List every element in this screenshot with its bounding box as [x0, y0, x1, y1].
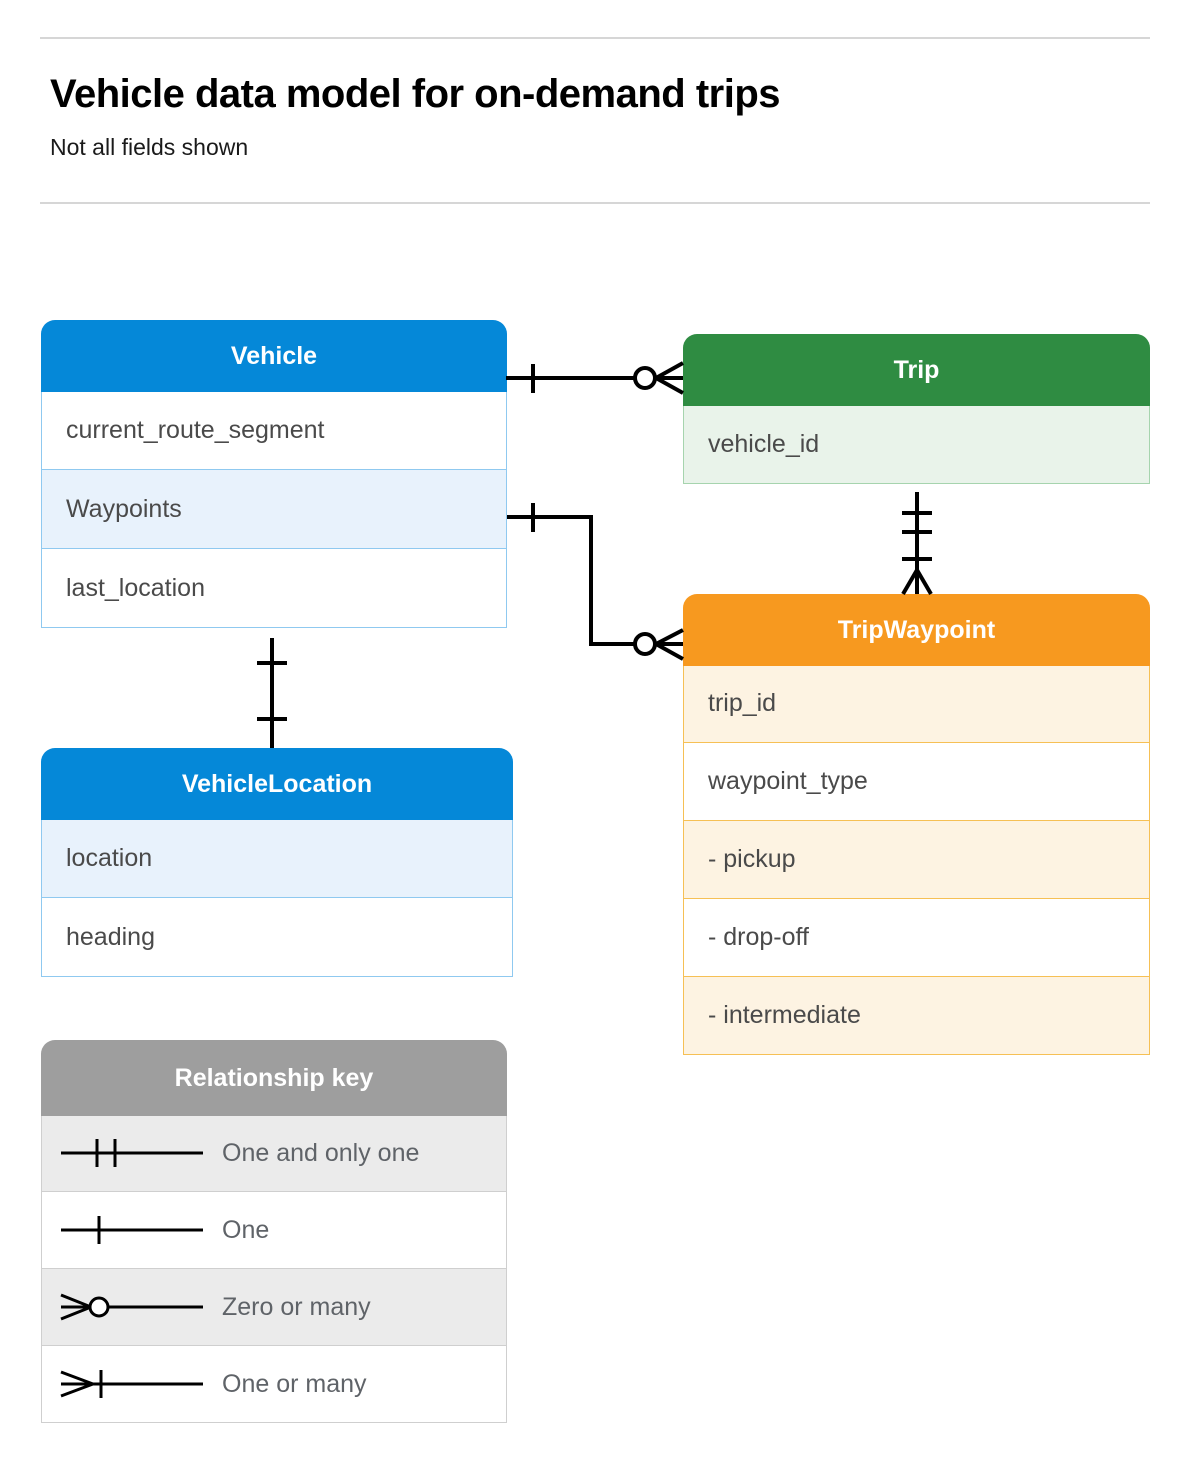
relationship-key-rows: One and only one One Zero [41, 1114, 507, 1423]
connector-waypoints-tripwaypoint [507, 503, 684, 661]
entity-trip-waypoint[interactable]: TripWaypoint trip_id waypoint_type - pic… [683, 594, 1150, 1056]
legend-label-one-or-many: One or many [222, 1369, 367, 1398]
entity-vehicle-fields: current_route_segment Waypoints last_loc… [41, 390, 507, 628]
connector-vehicle-vehiclelocation [257, 638, 287, 748]
header-divider-top [40, 37, 1150, 39]
entity-vehicle-location[interactable]: VehicleLocation location heading [41, 748, 513, 978]
entity-vehicle-location-fields: location heading [41, 818, 513, 977]
field-heading[interactable]: heading [41, 897, 513, 977]
legend-label-one: One [222, 1215, 270, 1244]
field-location[interactable]: location [41, 818, 513, 898]
legend-label-zero-or-many: Zero or many [222, 1292, 371, 1321]
field-vehicle-id[interactable]: vehicle_id [683, 404, 1150, 484]
legend-item-one-and-only-one: One and only one [41, 1114, 507, 1192]
field-current-route-segment[interactable]: current_route_segment [41, 390, 507, 470]
legend-item-one-or-many: One or many [41, 1345, 507, 1423]
one-icon [42, 1210, 222, 1250]
entity-vehicle-title: Vehicle [41, 320, 507, 392]
zero-or-many-icon [42, 1287, 222, 1327]
field-waypoint-dropoff[interactable]: - drop-off [683, 898, 1150, 977]
legend-item-one: One [41, 1191, 507, 1269]
connector-trip-tripwaypoint [901, 492, 933, 596]
entity-trip-waypoint-fields: trip_id waypoint_type - pickup - drop-of… [683, 664, 1150, 1055]
field-trip-id[interactable]: trip_id [683, 664, 1150, 743]
one-or-many-icon [42, 1364, 222, 1404]
relationship-key-title: Relationship key [41, 1040, 507, 1116]
page-title: Vehicle data model for on-demand trips [50, 72, 781, 116]
entity-vehicle[interactable]: Vehicle current_route_segment Waypoints … [41, 320, 507, 629]
one-and-only-one-icon [42, 1133, 222, 1173]
page-subtitle: Not all fields shown [50, 134, 249, 160]
legend-item-zero-or-many: Zero or many [41, 1268, 507, 1346]
field-waypoints[interactable]: Waypoints [41, 469, 507, 549]
entity-trip-waypoint-title: TripWaypoint [683, 594, 1150, 666]
field-waypoint-type[interactable]: waypoint_type [683, 742, 1150, 821]
field-waypoint-intermediate[interactable]: - intermediate [683, 976, 1150, 1055]
entity-trip[interactable]: Trip vehicle_id [683, 334, 1150, 485]
entity-vehicle-location-title: VehicleLocation [41, 748, 513, 820]
connector-vehicle-trip [506, 361, 684, 395]
field-last-location[interactable]: last_location [41, 548, 507, 628]
relationship-key-legend: Relationship key One and only one One [41, 1040, 507, 1424]
entity-trip-fields: vehicle_id [683, 404, 1150, 484]
legend-label-one-and-only-one: One and only one [222, 1138, 420, 1167]
entity-trip-title: Trip [683, 334, 1150, 406]
field-waypoint-pickup[interactable]: - pickup [683, 820, 1150, 899]
header-divider-bottom [40, 202, 1150, 204]
